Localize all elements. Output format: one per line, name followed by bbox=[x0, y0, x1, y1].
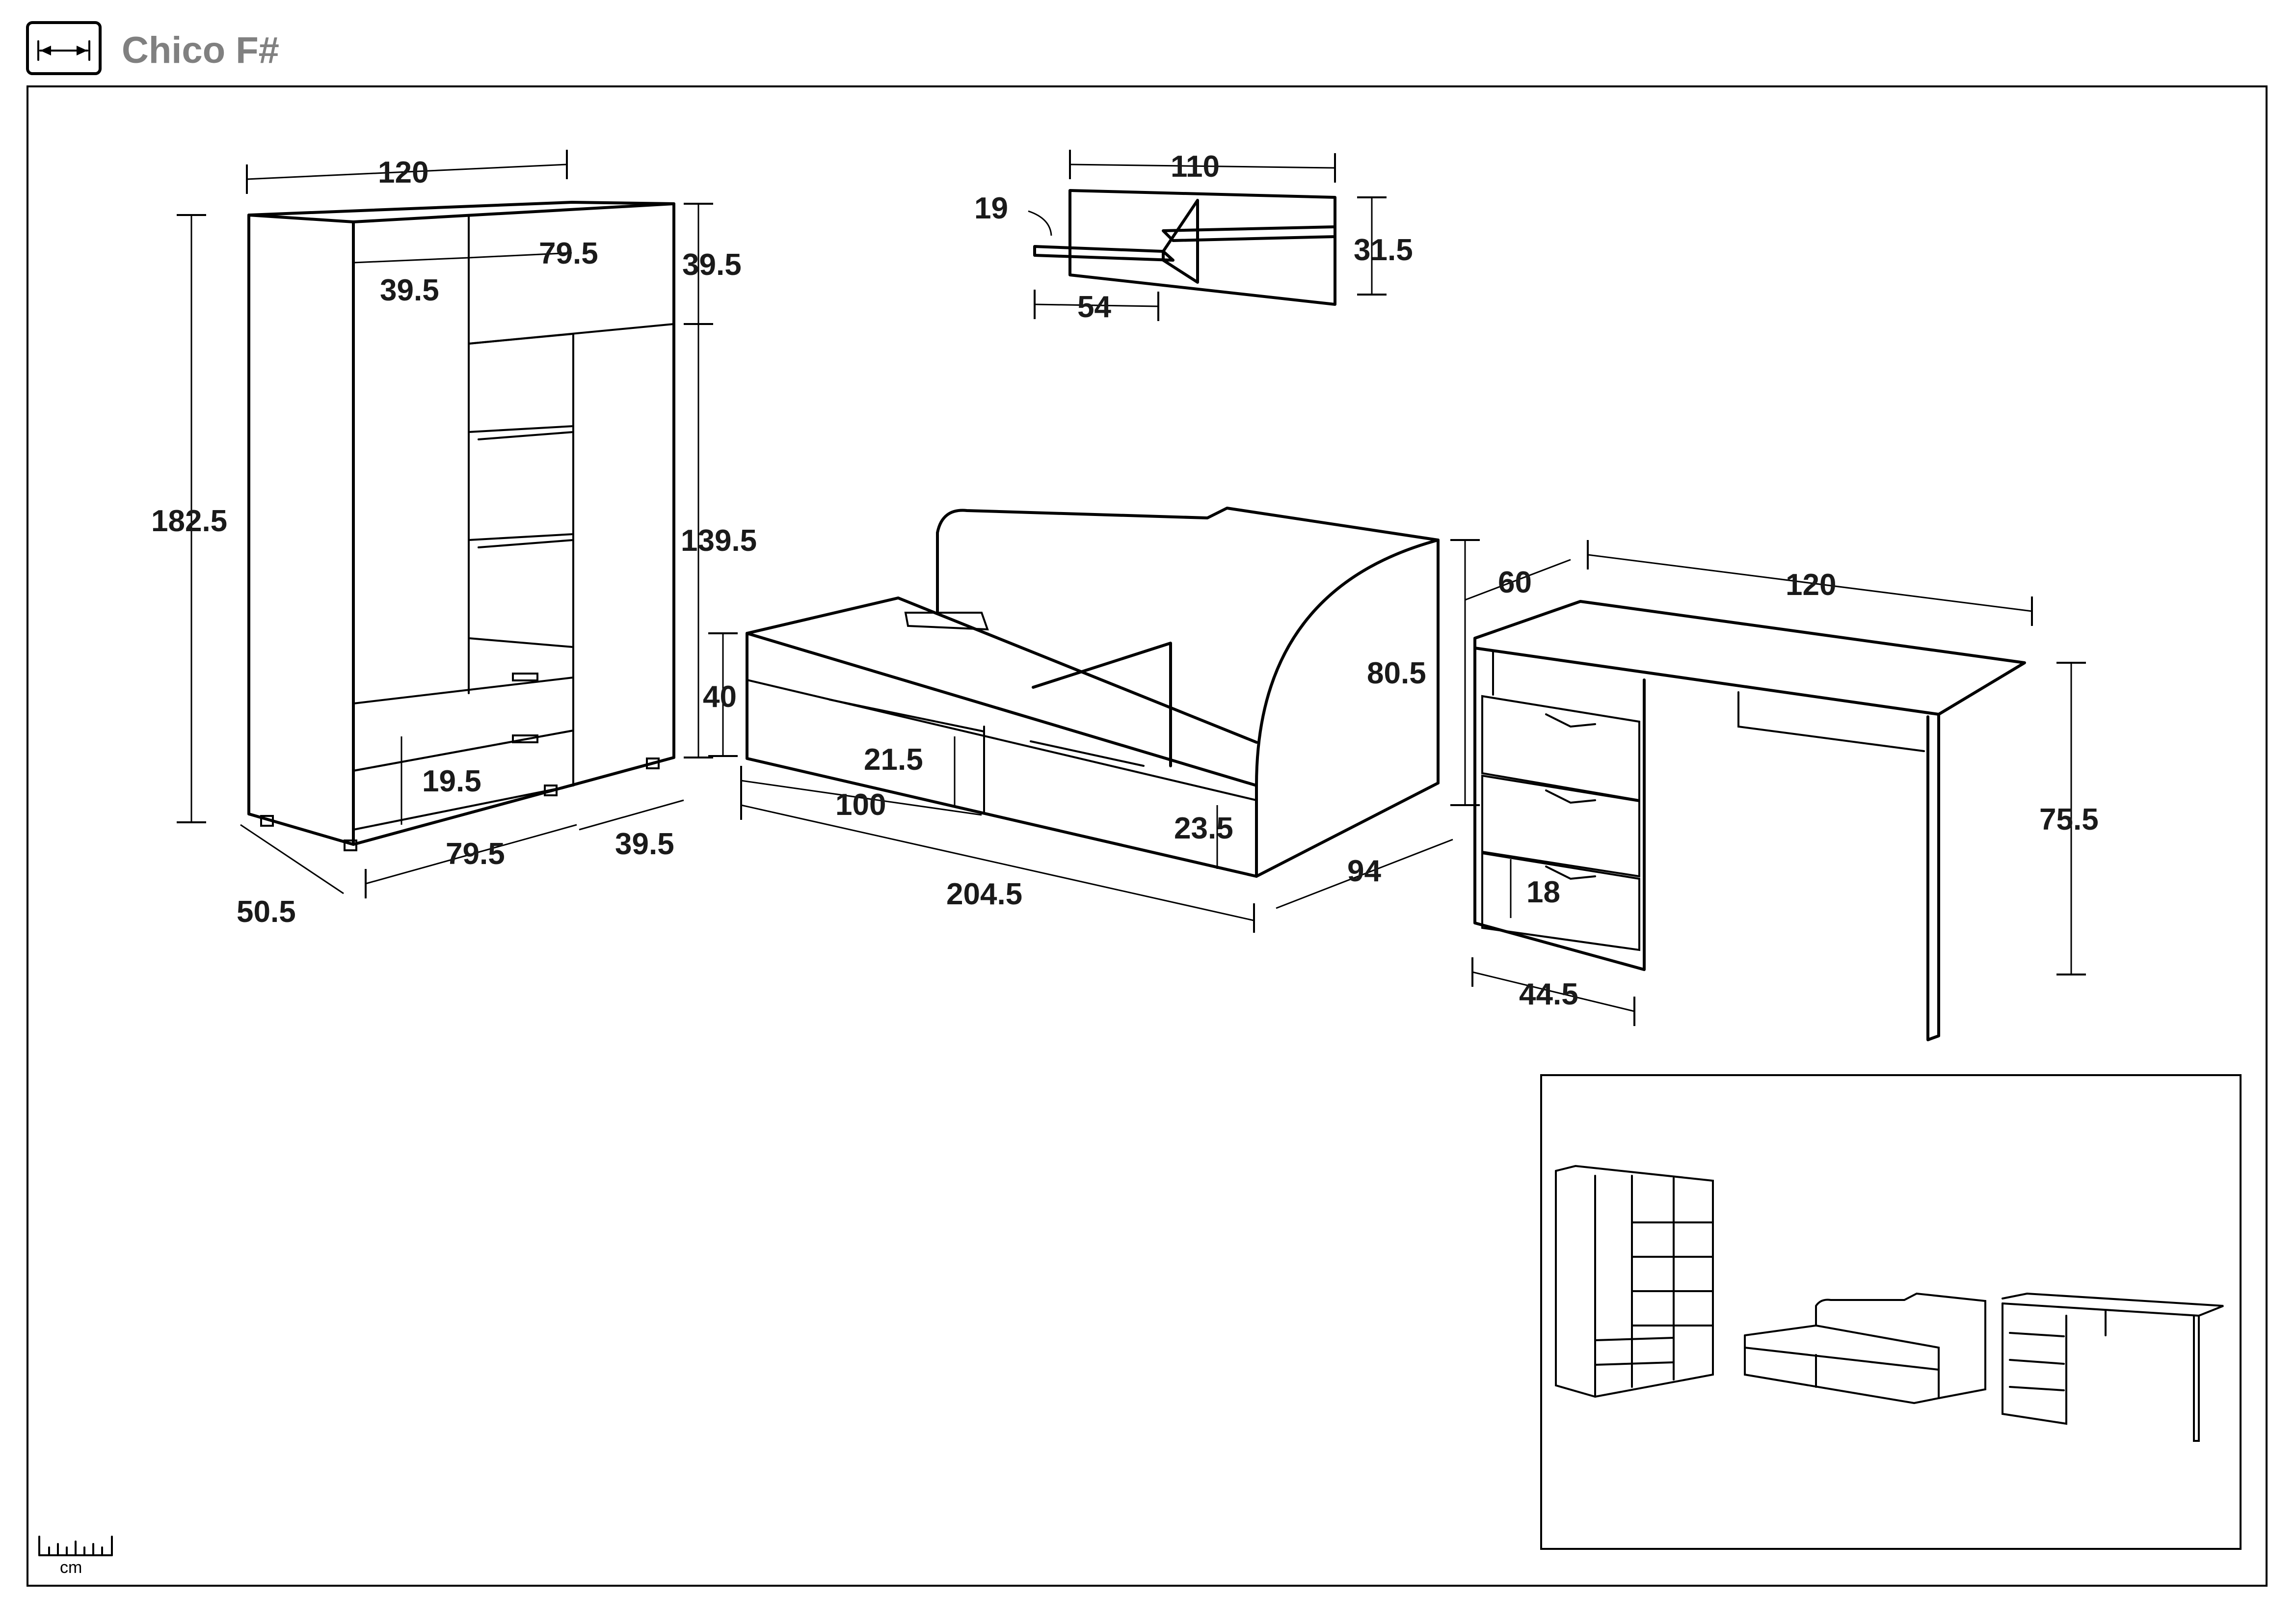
bed-depth-label: 94 bbox=[1347, 854, 1381, 888]
sheet-frame bbox=[27, 85, 2268, 1587]
bed-side-drawer-height-label: 23.5 bbox=[1174, 812, 1233, 845]
wardrobe-bottom-side-width-label: 39.5 bbox=[615, 827, 674, 861]
page-title: Chico F# bbox=[122, 29, 279, 71]
wall-shelf-shelf-width-label: 54 bbox=[1077, 290, 1111, 324]
desk-drawing bbox=[1465, 540, 2086, 1041]
wardrobe-top-right-width-label: 79.5 bbox=[539, 237, 598, 271]
wall-shelf-drawing bbox=[1028, 150, 1387, 321]
wall-shelf-height-label: 31.5 bbox=[1354, 233, 1413, 267]
wardrobe-depth-label: 50.5 bbox=[237, 895, 296, 929]
bed-drawer-width-label: 100 bbox=[835, 788, 886, 822]
ruler-icon bbox=[38, 1536, 113, 1556]
wardrobe-bottom-width-label: 79.5 bbox=[446, 837, 505, 871]
wardrobe-width-label: 120 bbox=[378, 156, 428, 189]
wardrobe-lower-height-label: 139.5 bbox=[681, 524, 757, 558]
desk-width-label: 120 bbox=[1786, 568, 1836, 602]
wardrobe-drawer-height-label: 19.5 bbox=[422, 764, 481, 798]
wardrobe-drawing bbox=[177, 150, 713, 898]
wardrobe-top-height-label: 39.5 bbox=[682, 248, 742, 282]
wardrobe-left-door-width-label: 39.5 bbox=[380, 273, 439, 307]
wall-shelf-depth-label: 19 bbox=[974, 191, 1008, 225]
bed-drawer-height-label: 21.5 bbox=[864, 743, 923, 777]
bed-total-height-label: 80.5 bbox=[1367, 656, 1426, 690]
bed-length-label: 204.5 bbox=[946, 877, 1022, 911]
desk-cabinet-width-label: 44.5 bbox=[1519, 977, 1578, 1011]
scale-unit-label: cm bbox=[60, 1558, 82, 1577]
desk-drawer-height-label: 18 bbox=[1526, 875, 1560, 909]
desk-depth-label: 60 bbox=[1498, 566, 1532, 599]
assembled-preview-inset bbox=[1540, 1074, 2242, 1550]
wall-shelf-width-label: 110 bbox=[1171, 150, 1220, 184]
bed-frame-height-label: 40 bbox=[703, 680, 737, 714]
dimension-arrow-icon bbox=[26, 21, 102, 75]
bed-drawing bbox=[708, 507, 1480, 933]
desk-height-label: 75.5 bbox=[2039, 803, 2099, 837]
wardrobe-total-height-label: 182.5 bbox=[151, 504, 227, 538]
